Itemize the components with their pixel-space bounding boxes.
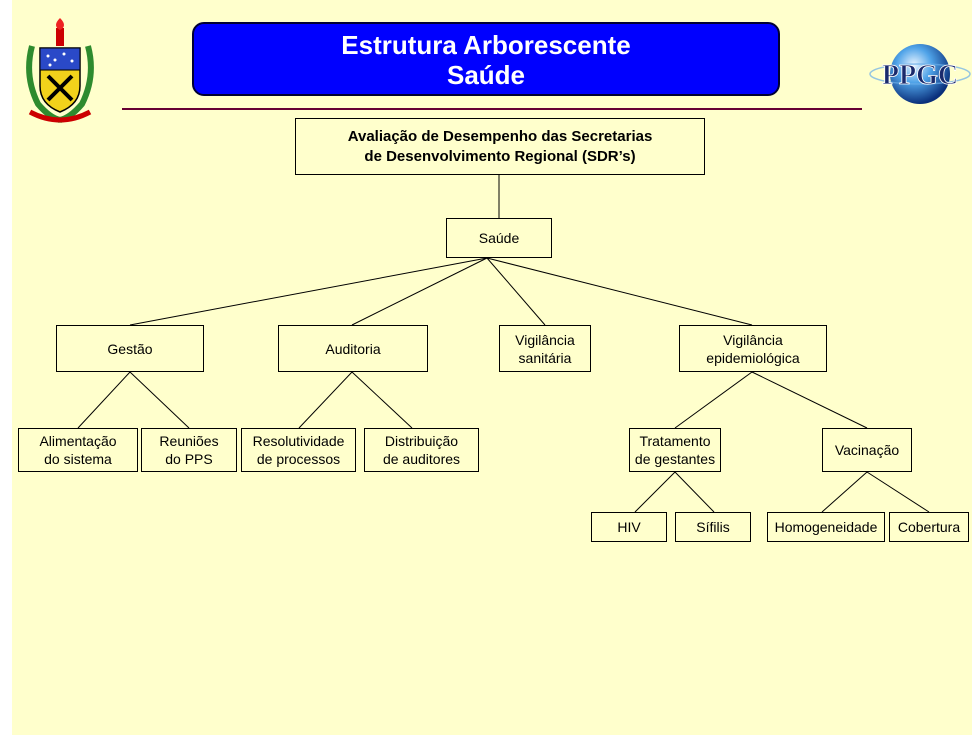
title-banner: Estrutura Arborescente Saúde (192, 22, 780, 96)
tree-connectors (77, 175, 930, 513)
node-auditoria: Auditoria (278, 325, 428, 372)
edge-saude-vig-epidemiologica (486, 257, 753, 326)
title-line-1: Estrutura Arborescente (341, 30, 631, 60)
node-root: Avaliação de Desempenho das Secretarias … (295, 118, 705, 175)
title-divider (122, 108, 862, 110)
edge-gestao-reunioes (129, 371, 190, 429)
edge-auditoria-resolutividade (298, 371, 353, 429)
edge-saude-vig-sanitaria (486, 257, 546, 326)
ppgc-logo-text: PPGC (882, 60, 958, 91)
edge-tratamento-sifilis (674, 471, 715, 513)
ppgc-logo: PPGC (869, 44, 971, 104)
slide: Estrutura Arborescente Saúde PPGC (12, 0, 972, 735)
node-homogeneidade: Homogeneidade (767, 512, 885, 542)
edge-vig-vacinacao (751, 371, 868, 429)
node-hiv: HIV (591, 512, 667, 542)
edge-gestao-alimentacao (77, 371, 131, 429)
university-crest-icon (26, 18, 94, 123)
title-line-2: Saúde (446, 60, 526, 90)
edge-vacinacao-cobertura (866, 471, 930, 513)
edge-tratamento-hiv (634, 471, 676, 513)
node-reunioes: Reuniões do PPS (141, 428, 237, 472)
node-alimentacao: Alimentação do sistema (18, 428, 138, 472)
node-gestao: Gestão (56, 325, 204, 372)
node-saude: Saúde (446, 218, 552, 258)
edge-auditoria-distribuicao (351, 371, 413, 429)
node-distribuicao: Distribuição de auditores (364, 428, 479, 472)
edge-vacinacao-homogeneidade (821, 471, 868, 513)
edge-saude-auditoria (351, 257, 488, 326)
edge-saude-gestao (129, 257, 488, 326)
edge-vig-tratamento (674, 371, 753, 429)
node-vigilancia-epidemiologica: Vigilância epidemiológica (679, 325, 827, 372)
node-vacinacao: Vacinação (822, 428, 912, 472)
node-cobertura: Cobertura (889, 512, 969, 542)
node-tratamento: Tratamento de gestantes (629, 428, 721, 472)
node-sifilis: Sífilis (675, 512, 751, 542)
node-vigilancia-sanitaria: Vigilância sanitária (499, 325, 591, 372)
node-resolutividade: Resolutividade de processos (241, 428, 356, 472)
